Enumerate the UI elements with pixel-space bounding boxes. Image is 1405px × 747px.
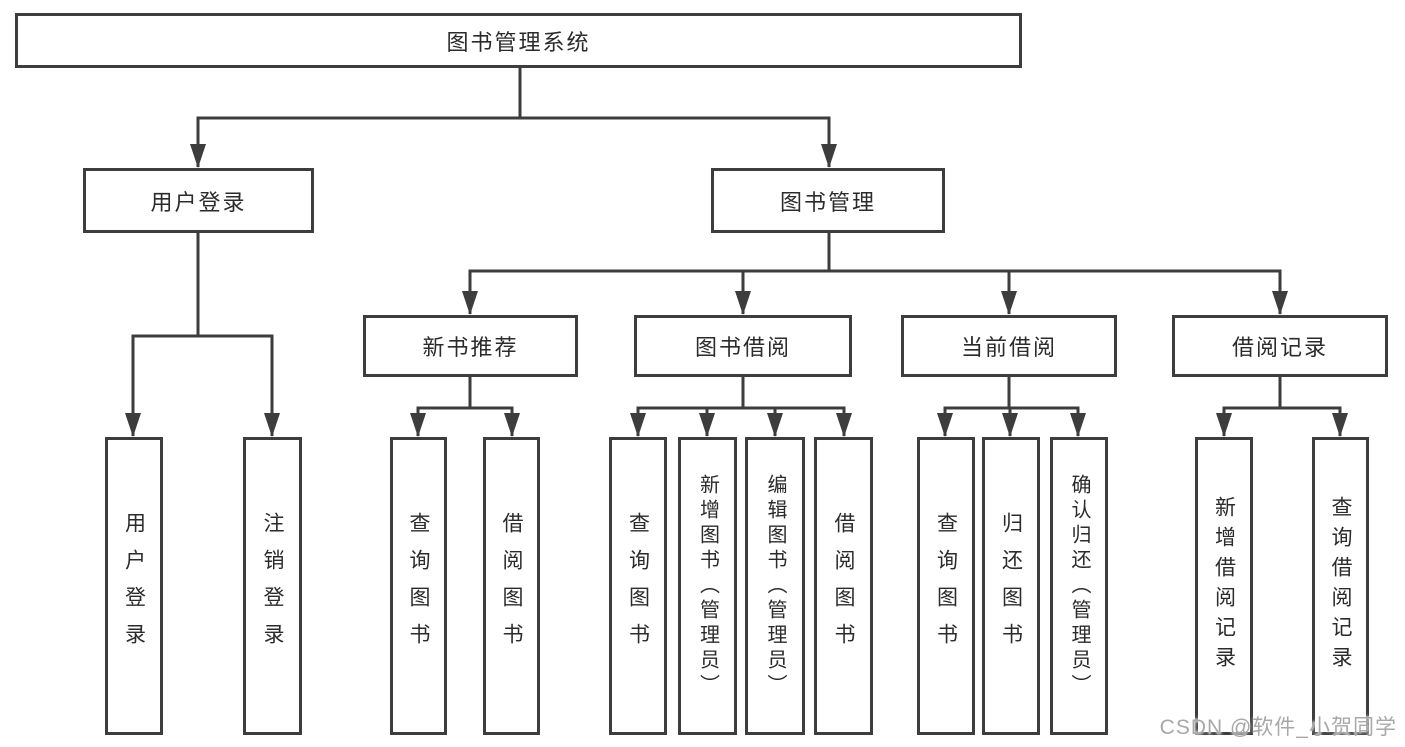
leaf-edit-books-admin: 编辑图书（管理员） xyxy=(745,437,805,735)
leaf-label: 查询图书 xyxy=(407,512,430,660)
leaf-query-books-borrowing: 查询图书 xyxy=(609,437,667,735)
leaf-query-books-current: 查询图书 xyxy=(917,437,975,735)
leaf-label: 查询图书 xyxy=(934,512,958,660)
leaf-label: 注销登录 xyxy=(261,512,284,660)
node-new-book-recommendation: 新书推荐 xyxy=(363,315,578,377)
node-label: 借阅记录 xyxy=(1231,335,1328,360)
leaf-label: 编辑图书（管理员） xyxy=(764,473,786,699)
leaf-borrow-books-recommend: 借阅图书 xyxy=(483,437,540,735)
leaf-query-books-recommend: 查询图书 xyxy=(390,437,447,735)
node-borrowing-records: 借阅记录 xyxy=(1172,315,1388,377)
node-label: 用户登录 xyxy=(150,189,247,215)
leaf-add-borrow-record: 新增借阅记录 xyxy=(1195,437,1253,735)
leaf-label: 查询借阅记录 xyxy=(1329,496,1352,676)
leaf-label: 借阅图书 xyxy=(500,512,523,660)
node-label: 新书推荐 xyxy=(422,335,519,360)
leaf-add-books-admin: 新增图书（管理员） xyxy=(678,437,737,735)
leaf-label: 确认归还（管理员） xyxy=(1068,473,1090,699)
node-book-borrowing: 图书借阅 xyxy=(634,315,852,377)
leaf-borrow-books-borrowing: 借阅图书 xyxy=(814,437,873,735)
leaf-query-borrow-record: 查询借阅记录 xyxy=(1312,437,1369,735)
node-label: 图书管理系统 xyxy=(446,29,591,55)
node-current-borrowing: 当前借阅 xyxy=(901,315,1117,377)
node-label: 图书借阅 xyxy=(694,335,791,360)
leaf-label: 归还图书 xyxy=(999,512,1023,660)
node-user-login: 用户登录 xyxy=(83,168,314,233)
leaf-logout: 注销登录 xyxy=(243,437,302,735)
leaf-label: 查询图书 xyxy=(626,512,650,660)
leaf-return-books: 归还图书 xyxy=(982,437,1040,735)
node-book-management: 图书管理 xyxy=(711,168,945,233)
node-library-management-system: 图书管理系统 xyxy=(15,13,1022,68)
leaf-label: 新增图书（管理员） xyxy=(696,473,719,699)
leaf-confirm-return-admin: 确认归还（管理员） xyxy=(1050,437,1108,735)
node-label: 图书管理 xyxy=(779,189,876,215)
node-label: 当前借阅 xyxy=(960,335,1057,360)
leaf-user-login: 用户登录 xyxy=(105,437,163,735)
leaf-label: 新增借阅记录 xyxy=(1212,496,1236,676)
leaf-label: 借阅图书 xyxy=(832,512,855,660)
leaf-label: 用户登录 xyxy=(122,512,146,660)
watermark: CSDN @软件_小贺同学 xyxy=(1159,716,1397,739)
